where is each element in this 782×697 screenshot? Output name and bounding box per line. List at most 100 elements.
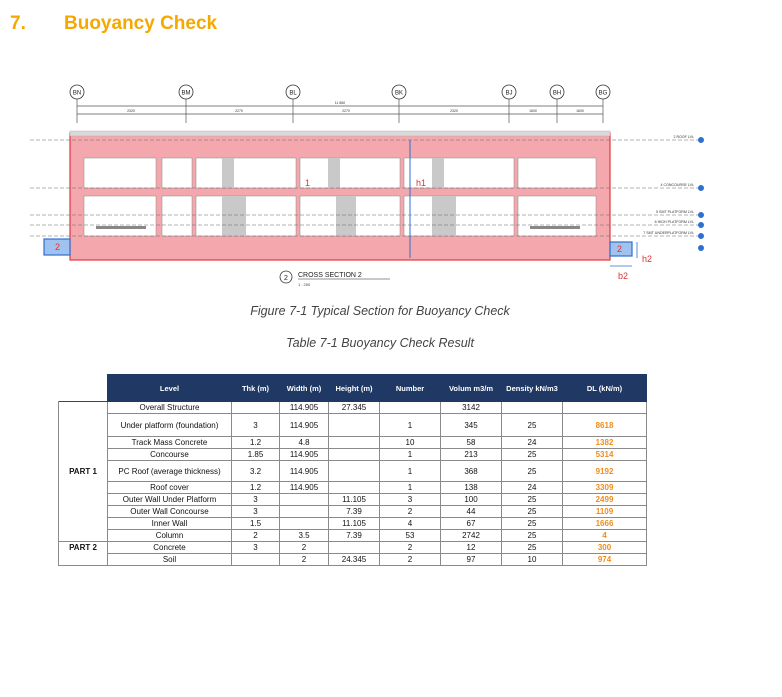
grid-label: BG <box>599 91 608 97</box>
header-number: Number <box>379 374 441 402</box>
svg-text:2 ROOF LVL: 2 ROOF LVL <box>673 135 694 139</box>
cell-height <box>328 541 380 554</box>
part1-label: PART 1 <box>58 401 108 542</box>
svg-text:1600: 1600 <box>529 109 537 113</box>
cell-level: Concrete <box>107 541 232 554</box>
cell-width: 2 <box>279 553 329 566</box>
header-volume: Volum m3/m <box>440 374 502 402</box>
region2-right-box <box>609 241 633 257</box>
cell-thk: 3 <box>231 505 280 518</box>
cell-density: 25 <box>501 541 563 554</box>
grid-label: BJ <box>505 91 512 97</box>
svg-text:2320: 2320 <box>450 109 458 113</box>
svg-text:2270: 2270 <box>235 109 243 113</box>
cell-dl: 8618 <box>562 413 647 437</box>
page-cut <box>56 578 656 590</box>
cell-width: 2 <box>279 541 329 554</box>
cell-density: 24 <box>501 436 563 449</box>
cell-number: 1 <box>379 448 441 461</box>
cell-width <box>279 505 329 518</box>
cell-volume: 213 <box>440 448 502 461</box>
cell-volume: 345 <box>440 413 502 437</box>
region2-right-label: 2 <box>617 244 622 254</box>
cell-thk: 3 <box>231 413 280 437</box>
svg-text:2320: 2320 <box>127 109 135 113</box>
cell-volume: 2742 <box>440 529 502 542</box>
cell-number: 1 <box>379 413 441 437</box>
level-labels: 2 ROOF LVL 4 CONCOURSE LVL 5 SMT PLATFOR… <box>643 135 694 235</box>
svg-text:4 CONCOURSE LVL: 4 CONCOURSE LVL <box>661 183 694 187</box>
cell-density: 25 <box>501 493 563 506</box>
cell-width <box>279 493 329 506</box>
grid-label: BL <box>289 91 297 97</box>
cell-thk: 1.5 <box>231 517 280 530</box>
cell-volume: 100 <box>440 493 502 506</box>
header-level: Level <box>107 374 232 402</box>
cell-density: 25 <box>501 529 563 542</box>
cell-number: 2 <box>379 505 441 518</box>
cell-dl: 1666 <box>562 517 647 530</box>
h1-label: h1 <box>416 178 426 188</box>
svg-text:6 HIGH PLATFORM LVL: 6 HIGH PLATFORM LVL <box>655 220 694 224</box>
level-markers <box>698 137 704 251</box>
cell-dl: 4 <box>562 529 647 542</box>
svg-text:7 SMT UNDERPLATFORM LVL: 7 SMT UNDERPLATFORM LVL <box>643 231 694 235</box>
cell-width: 114.905 <box>279 413 329 437</box>
figure-caption: Figure 7-1 Typical Section for Buoyancy … <box>250 304 510 318</box>
header-height: Height (m) <box>328 374 380 402</box>
cell-level: Inner Wall <box>107 517 232 530</box>
cell-density: 25 <box>501 448 563 461</box>
cell-dl <box>562 401 647 414</box>
cell-volume: 44 <box>440 505 502 518</box>
b2-label: b2 <box>618 271 628 281</box>
cell-thk: 1.85 <box>231 448 280 461</box>
cross-section-drawing: BN BM BL BK BJ BH BG 11 860 2320 2270 22… <box>30 84 704 287</box>
cell-number: 53 <box>379 529 441 542</box>
cell-level: Soil <box>107 553 232 566</box>
section-title-drawing: CROSS SECTION 2 <box>298 272 362 279</box>
cell-height: 11.105 <box>328 517 380 530</box>
region1-label: 1 <box>305 178 310 188</box>
cell-width <box>279 517 329 530</box>
cell-thk <box>231 401 280 414</box>
grid-lines <box>76 98 604 123</box>
cell-volume: 368 <box>440 460 502 482</box>
cell-volume: 12 <box>440 541 502 554</box>
cell-height <box>328 448 380 461</box>
cell-width: 114.905 <box>279 448 329 461</box>
dimension-text: 11 860 2320 2270 2270 2320 1600 1600 <box>127 101 584 113</box>
table-header-row: Level Thk (m) Width (m) Height (m) Numbe… <box>58 374 647 402</box>
cell-dl: 2499 <box>562 493 647 506</box>
buoyancy-table: Level Thk (m) Width (m) Height (m) Numbe… <box>58 374 647 566</box>
region2-left-label: 2 <box>55 242 60 252</box>
cell-density: 25 <box>501 505 563 518</box>
svg-text:11 860: 11 860 <box>335 101 345 105</box>
cell-density: 24 <box>501 481 563 494</box>
cell-width: 4.8 <box>279 436 329 449</box>
cell-height: 7.39 <box>328 529 380 542</box>
cell-number: 3 <box>379 493 441 506</box>
header-density: Density kN/m3 <box>501 374 563 402</box>
grid-label: BN <box>73 91 81 97</box>
section-number: 7. <box>10 13 26 34</box>
cell-density: 25 <box>501 460 563 482</box>
cell-number: 1 <box>379 481 441 494</box>
cell-thk: 3.2 <box>231 460 280 482</box>
cell-density: 25 <box>501 517 563 530</box>
cell-volume: 138 <box>440 481 502 494</box>
cell-level: Outer Wall Concourse <box>107 505 232 518</box>
cell-width: 3.5 <box>279 529 329 542</box>
h2-label: h2 <box>642 254 652 264</box>
cell-height <box>328 481 380 494</box>
cell-level: Concourse <box>107 448 232 461</box>
cell-thk: 3 <box>231 541 280 554</box>
cell-number: 1 <box>379 460 441 482</box>
